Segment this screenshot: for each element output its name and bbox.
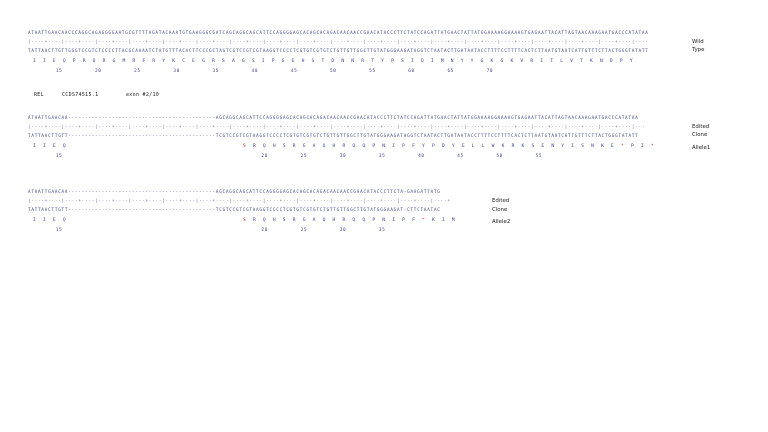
protein-translation: I I E Q P R Q R G M R F R Y K C E G R S …	[33, 59, 634, 64]
exon-label: exon #2/10	[126, 92, 160, 98]
position-ruler: |····+····|····+····|····+····|····+····…	[28, 198, 451, 203]
antisense-strand-sequence: TATTAACTTGTT----------------------------…	[28, 207, 441, 212]
stop-codon: *	[422, 218, 426, 223]
antisense-strand-sequence: TATTAACTTGTTGGGTCCGTCTCCCCTTACGCAAAATCTA…	[28, 48, 649, 53]
sense-strand-sequence: ATAATTGAACAA----------------------------…	[28, 115, 639, 120]
protein-translation-body: R Q H S R G A Q H R Q Q P N I P F * K I …	[246, 218, 456, 223]
stop-codon: *	[650, 144, 655, 149]
residue-number-ruler: 15 20 25 30 35 40 45 50 55	[33, 154, 543, 159]
protein-translation-body: R Q H S R G A Q H R Q Q P N I P F Y P D …	[246, 144, 655, 149]
block-label-line3: Allele1	[692, 145, 711, 151]
sense-strand-sequence: ATAATTGAACAACCCAGGCAGAGGGGAATGCGTTTTAGAT…	[28, 30, 649, 35]
block-label-line2: Type	[692, 47, 705, 53]
position-ruler: |····+····|····+····|····+····|····+····…	[28, 124, 646, 129]
protein-translation-prefix: I I E Q	[33, 218, 67, 223]
protein-translation-frameshift: S R Q H S R G A Q H R Q Q P N I P F * K …	[243, 217, 455, 224]
block-label-line1: Edited	[692, 124, 710, 130]
block-label-line2: Clone	[692, 132, 708, 138]
block-label-line3: Allele2	[492, 219, 511, 225]
mutated-residue: S	[243, 144, 247, 149]
mutated-residue: S	[243, 218, 247, 223]
block-label-line1: Edited	[492, 198, 510, 204]
stop-codon: *	[621, 144, 625, 149]
gene-name-label: REL	[34, 92, 44, 98]
residue-number-ruler: 15 20 25 30 35 40 45 50 55 60 65 70	[33, 69, 494, 74]
ccds-accession-label: CCDS74515.1	[62, 92, 99, 98]
protein-translation-prefix: I I E Q	[33, 144, 67, 149]
sense-strand-sequence: ATAATTGAACAA----------------------------…	[28, 189, 441, 194]
residue-number-ruler: 15 20 25 30 35	[33, 228, 386, 233]
position-ruler: |····+····|····+····|····+····|····+····…	[28, 39, 649, 44]
protein-translation-frameshift: S R Q H S R G A Q H R Q Q P N I P F Y P …	[243, 143, 654, 150]
block-label-line2: Clone	[492, 207, 508, 213]
block-label-line1: Wild	[692, 39, 704, 45]
antisense-strand-sequence: TATTAACTTGTT----------------------------…	[28, 133, 639, 138]
